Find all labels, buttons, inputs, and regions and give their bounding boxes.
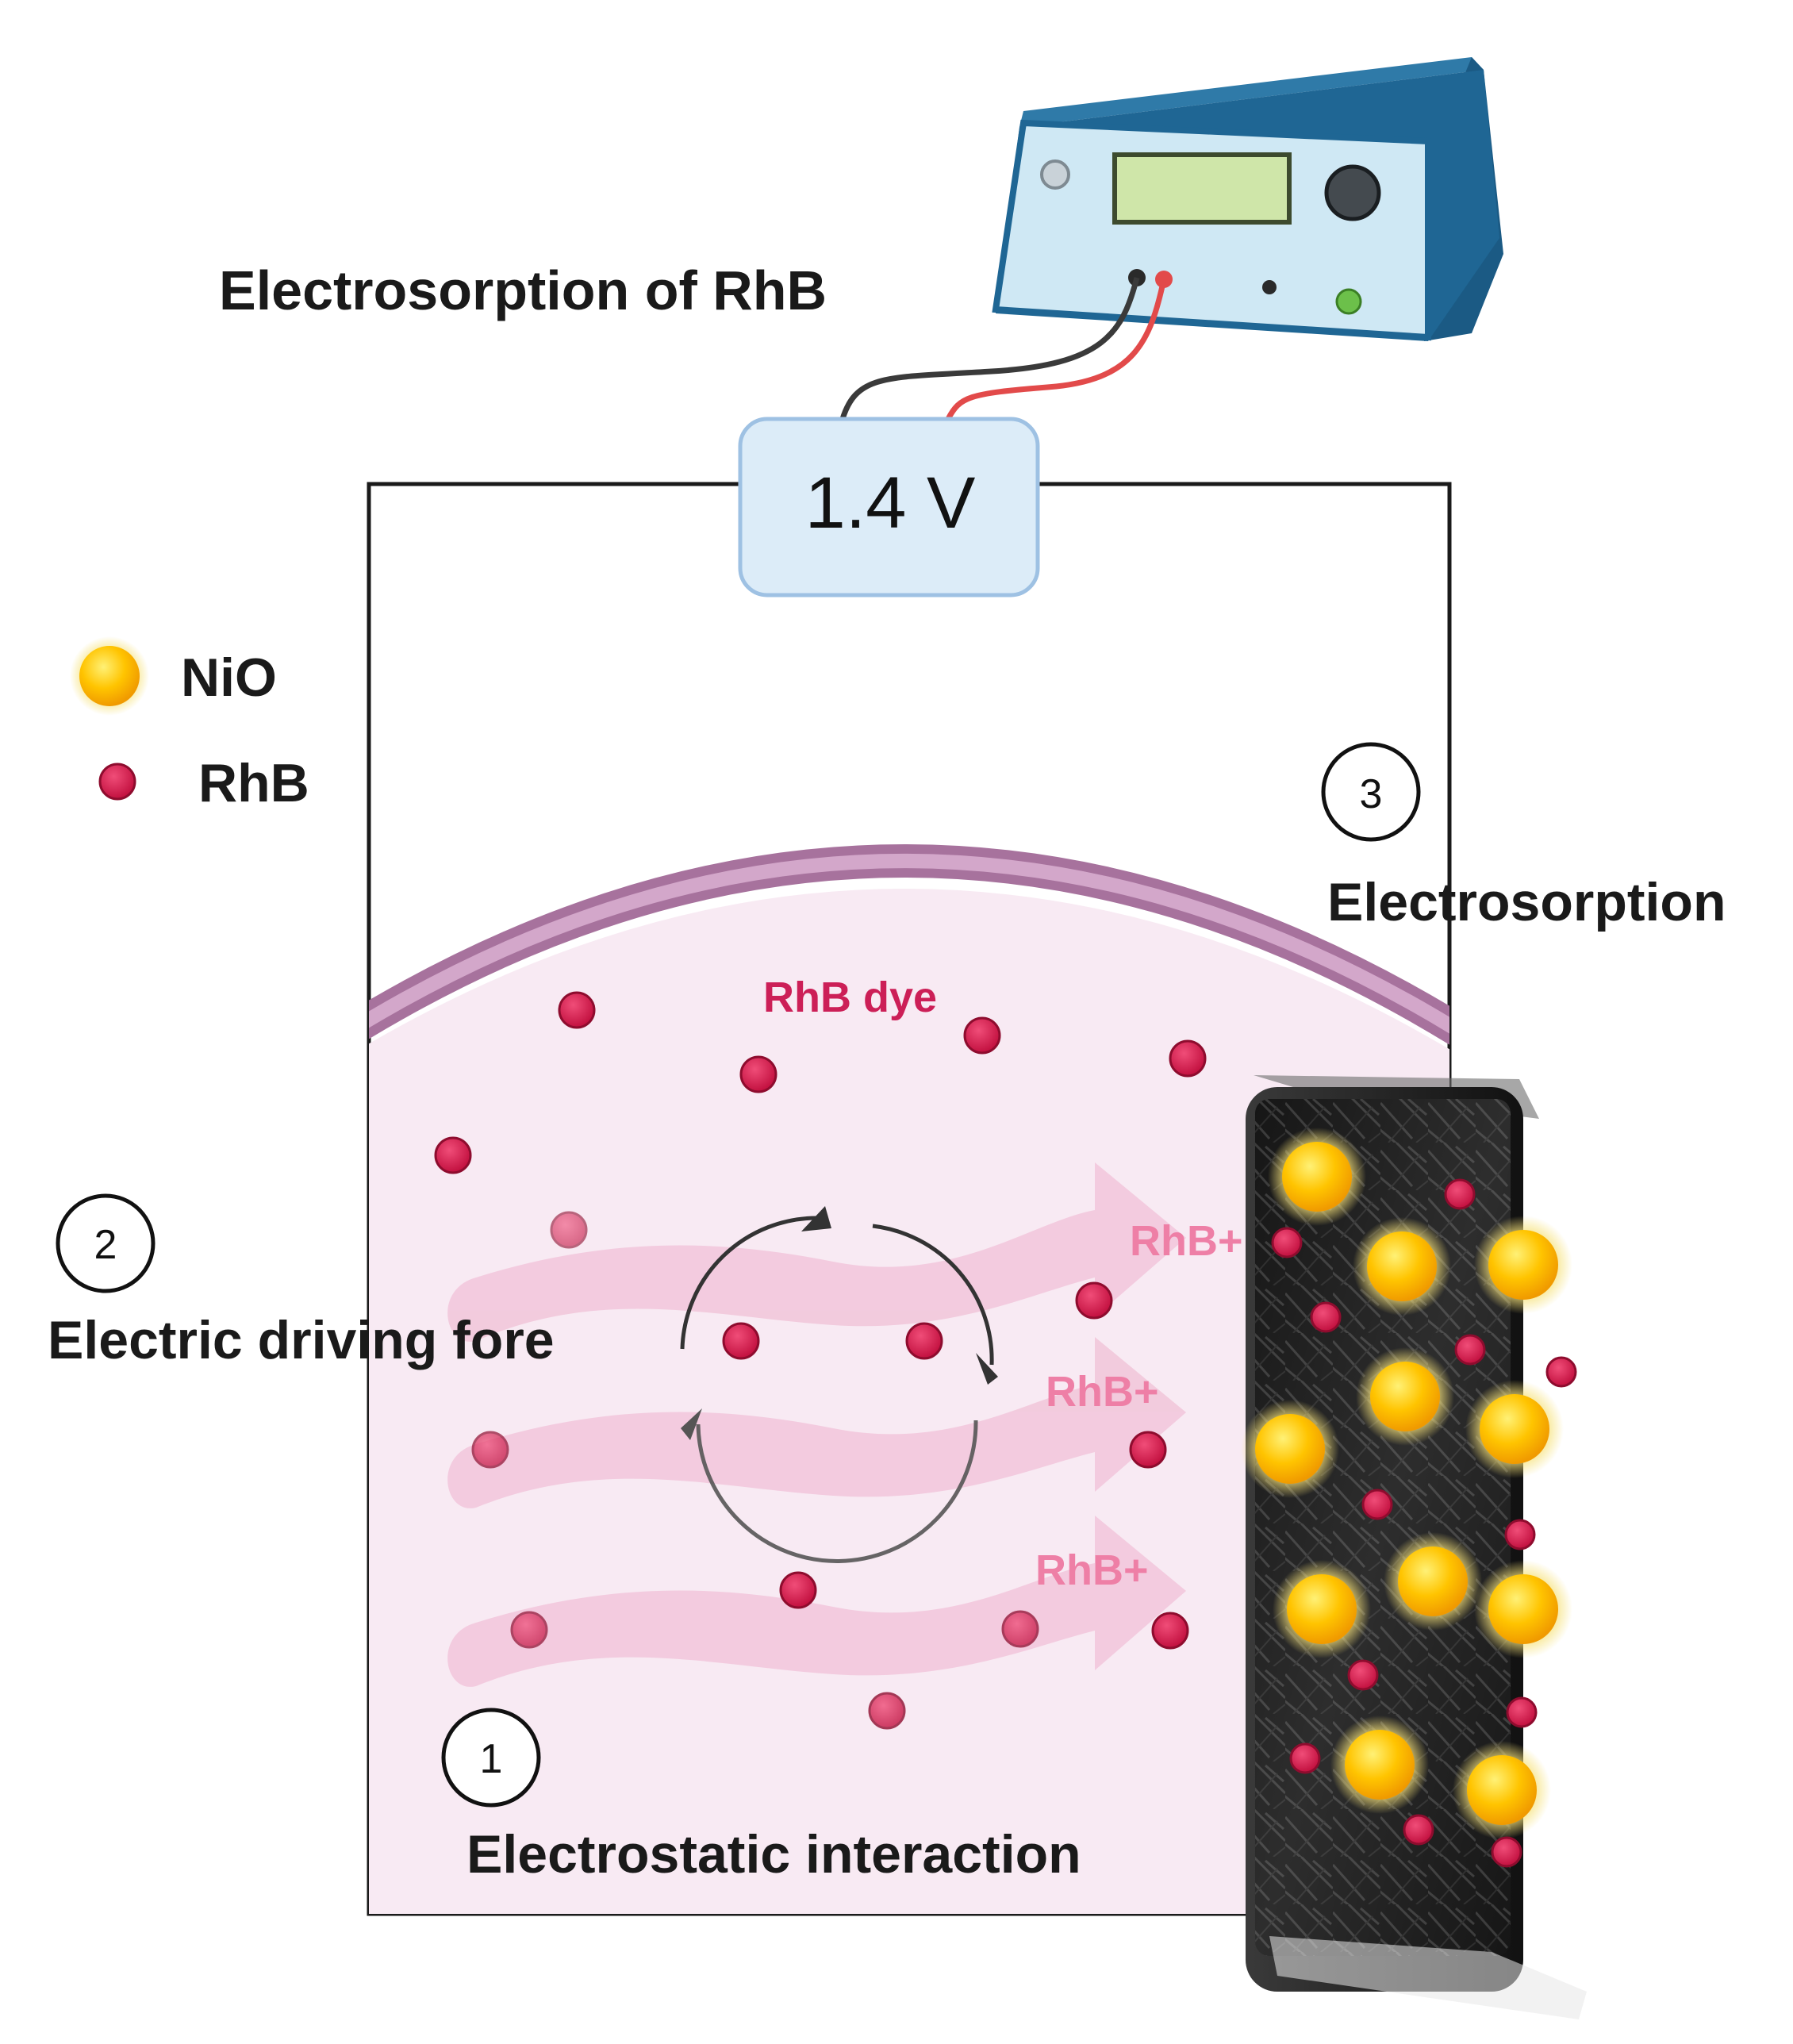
voltage-label: 1.4 V bbox=[805, 463, 976, 544]
rhb-dye-label: RhB dye bbox=[763, 974, 937, 1021]
step-marker-2: 2 bbox=[56, 1193, 155, 1293]
rhb-particle bbox=[1075, 1281, 1113, 1320]
nio-legend-marker bbox=[79, 646, 140, 706]
legend-nio-label: NiO bbox=[181, 647, 277, 708]
red-wire bbox=[945, 279, 1167, 421]
rhb-particle bbox=[1310, 1301, 1342, 1333]
rhb-particle bbox=[550, 1211, 588, 1249]
rhb-ion-label-1: RhB+ bbox=[1130, 1217, 1243, 1265]
nio-particle bbox=[1345, 1730, 1415, 1800]
rhb-particle bbox=[1289, 1742, 1321, 1774]
flow-arrows bbox=[447, 1162, 1186, 1687]
step-2-label: Electric driving fore bbox=[48, 1310, 555, 1370]
rhb-particle bbox=[868, 1692, 906, 1730]
step-3-label: Electrosorption bbox=[1327, 872, 1726, 932]
rhb-particle bbox=[1506, 1696, 1538, 1728]
rhb-particle bbox=[471, 1431, 509, 1469]
step-marker-1: 1 bbox=[441, 1708, 541, 1808]
rhb-particle bbox=[434, 1136, 472, 1174]
electrode-particles bbox=[1241, 1128, 1577, 1868]
rhb-particle bbox=[510, 1611, 548, 1649]
rhb-particle bbox=[1169, 1039, 1207, 1078]
nio-particle bbox=[1367, 1231, 1437, 1301]
rhb-particle bbox=[1545, 1356, 1577, 1388]
diagram-title: Electrosorption of RhB bbox=[219, 259, 827, 321]
nio-particle bbox=[1282, 1142, 1352, 1212]
step-1-number: 1 bbox=[480, 1736, 503, 1782]
rhb-particle bbox=[1001, 1610, 1039, 1648]
rhb-particle bbox=[722, 1322, 760, 1360]
rhb-particle bbox=[1129, 1431, 1167, 1469]
step-3-number: 3 bbox=[1360, 771, 1383, 817]
step-marker-3: 3 bbox=[1321, 742, 1421, 842]
solution-region bbox=[369, 889, 1449, 1914]
rhb-particle bbox=[1347, 1659, 1379, 1691]
rhb-particle bbox=[1403, 1814, 1434, 1846]
nio-particle bbox=[1370, 1362, 1440, 1431]
rhb-ion-label-2: RhB+ bbox=[1046, 1368, 1159, 1416]
rhb-particle bbox=[1454, 1334, 1486, 1366]
rhb-particle bbox=[1504, 1519, 1536, 1550]
nio-particle bbox=[1255, 1414, 1325, 1484]
rhb-particle bbox=[1271, 1227, 1303, 1258]
rhb-particle bbox=[905, 1322, 943, 1360]
power-supply-icon bbox=[992, 57, 1503, 341]
rhb-particle bbox=[558, 991, 596, 1029]
nio-particle bbox=[1467, 1755, 1537, 1825]
rhb-particle bbox=[739, 1055, 777, 1093]
rhb-particle bbox=[779, 1571, 817, 1609]
legend: NiO RhB bbox=[70, 636, 309, 813]
step-1-label: Electrostatic interaction bbox=[466, 1824, 1081, 1885]
rotation-arrows-icon bbox=[680, 1206, 998, 1563]
rhb-particles bbox=[434, 991, 1207, 1730]
rhb-particle bbox=[1491, 1836, 1522, 1868]
voltage-box bbox=[738, 417, 1040, 597]
nio-particle bbox=[1488, 1230, 1558, 1300]
rhb-particle bbox=[963, 1016, 1001, 1055]
rhb-ion-label-3: RhB+ bbox=[1035, 1546, 1149, 1594]
rhb-legend-marker bbox=[98, 763, 136, 801]
black-wire bbox=[839, 277, 1140, 421]
nio-particle bbox=[1398, 1546, 1468, 1616]
legend-rhb-label: RhB bbox=[198, 753, 309, 813]
rhb-particle bbox=[1444, 1178, 1476, 1210]
nio-particle bbox=[1287, 1574, 1357, 1644]
nio-particle bbox=[1488, 1574, 1558, 1644]
rhb-particle bbox=[1361, 1489, 1393, 1520]
nio-particle bbox=[1480, 1394, 1549, 1464]
rhb-particle bbox=[1151, 1612, 1189, 1650]
step-2-number: 2 bbox=[94, 1222, 117, 1268]
